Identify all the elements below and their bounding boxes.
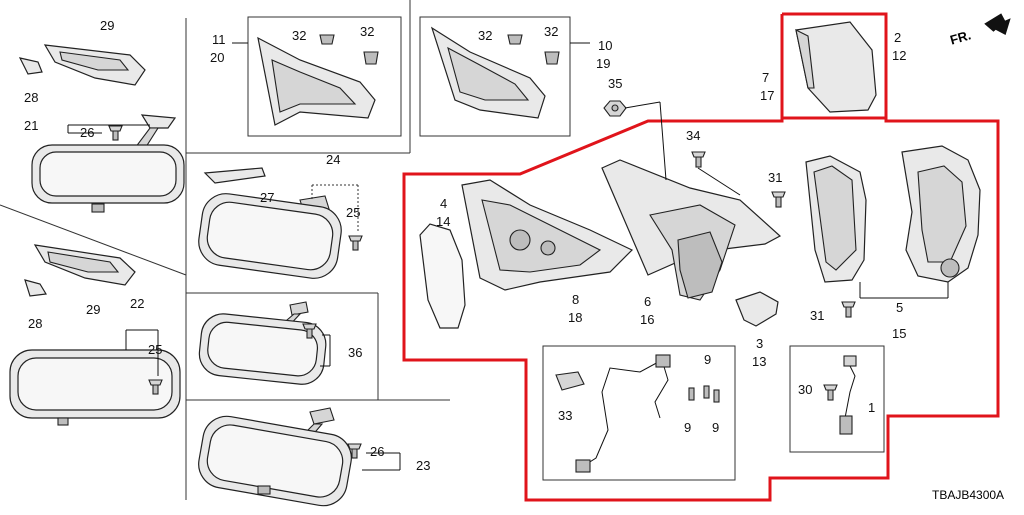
- callout-p32a: 32: [292, 28, 307, 43]
- screw-26b: [347, 443, 362, 459]
- box-11-20: [247, 16, 402, 137]
- housing-cover-5-15: [805, 155, 867, 283]
- rearview-mirror-22: [9, 349, 181, 426]
- clip-32a: [319, 34, 335, 45]
- rearview-mirror-36: [198, 301, 327, 385]
- front-direction-arrow-icon: [984, 13, 1011, 35]
- garnish-11-20: [257, 36, 376, 126]
- clip-32c: [507, 34, 523, 45]
- callout-p2: 2: [894, 30, 902, 45]
- callout-p19: 19: [596, 56, 611, 71]
- callout-p27: 27: [260, 190, 275, 205]
- callout-p36: 36: [348, 345, 363, 360]
- callout-p12: 12: [892, 48, 907, 63]
- diagram-code: TBAJB4300A: [932, 488, 1005, 502]
- screw-31b: [841, 301, 856, 318]
- callout-p20: 20: [210, 50, 225, 65]
- screw-36: [302, 323, 317, 339]
- callout-p29a: 29: [100, 18, 115, 33]
- callout-p14: 14: [436, 214, 451, 229]
- mirror-actuator-7-17: [601, 159, 782, 301]
- diagonal-divider: [0, 204, 187, 276]
- callout-p33: 33: [558, 408, 573, 423]
- callout-p11: 11: [212, 32, 226, 47]
- sensor-cover-lower: [24, 244, 136, 297]
- highlight-main-assembly: [402, 116, 1000, 502]
- callout-p3: 3: [756, 336, 764, 351]
- highlight-top-cap: [782, 12, 888, 118]
- nut-35: [603, 100, 627, 117]
- screw-30: [823, 384, 838, 401]
- rearview-mirror-21: [31, 114, 185, 213]
- callout-p9b: 9: [684, 420, 692, 435]
- box-1-30: [789, 345, 885, 453]
- callout-p16: 16: [640, 312, 655, 327]
- callout-p34: 34: [686, 128, 701, 143]
- callout-p26a: 26: [80, 125, 95, 140]
- callout-p24: 24: [326, 152, 341, 167]
- box-harness-6-16: [542, 345, 736, 481]
- callout-p32c: 32: [478, 28, 493, 43]
- callout-p26b: 26: [370, 444, 385, 459]
- callout-p5: 5: [896, 300, 904, 315]
- callout-p18: 18: [568, 310, 583, 325]
- callout-p32d: 32: [544, 24, 559, 39]
- screw-25b: [148, 379, 163, 395]
- callout-p9c: 9: [712, 420, 720, 435]
- callout-p7: 7: [762, 70, 770, 85]
- callout-p1: 1: [868, 400, 876, 415]
- callout-p10: 10: [598, 38, 613, 53]
- garnish-10-19: [430, 26, 546, 119]
- housing-inner-5-15: [901, 145, 981, 283]
- screw-26a: [108, 125, 123, 141]
- callout-p22: 22: [130, 296, 145, 311]
- screws-9: [688, 385, 720, 403]
- skull-cap-2-12: [795, 21, 877, 113]
- callout-p31a: 31: [768, 170, 783, 185]
- callout-p28a: 28: [24, 90, 39, 105]
- clip-32b: [363, 51, 379, 65]
- cover-3-13: [735, 291, 779, 327]
- callout-p8: 8: [572, 292, 580, 307]
- clip-33: [555, 371, 585, 391]
- screw-34: [691, 151, 706, 168]
- callout-p35: 35: [608, 76, 623, 91]
- callout-p32b: 32: [360, 24, 375, 39]
- callout-p13: 13: [752, 354, 767, 369]
- sensor-cover-upper: [18, 44, 146, 86]
- callout-p30: 30: [798, 382, 813, 397]
- clip-32d: [544, 51, 560, 65]
- mirror-glass-4-14: [419, 223, 466, 329]
- screw-25a: [348, 235, 363, 251]
- callout-p28b: 28: [28, 316, 43, 331]
- callout-p4: 4: [440, 196, 448, 211]
- turn-signal-harness-1: [839, 355, 857, 435]
- callout-p9a: 9: [704, 352, 712, 367]
- callout-p29b: 29: [86, 302, 101, 317]
- callout-p23: 23: [416, 458, 431, 473]
- wire-harness: [575, 354, 671, 473]
- mirror-housing-8-18: [461, 179, 634, 291]
- rearview-mirror-23: [198, 407, 352, 507]
- screw-31a: [771, 191, 786, 208]
- callout-p25a: 25: [346, 205, 361, 220]
- box-10-19: [419, 16, 571, 137]
- rearview-mirror-24: [198, 167, 342, 279]
- callout-p17: 17: [760, 88, 775, 103]
- callout-p31b: 31: [810, 308, 825, 323]
- callout-p6: 6: [644, 294, 652, 309]
- callout-p15: 15: [892, 326, 907, 341]
- callout-p25b: 25: [148, 342, 163, 357]
- callout-p21: 21: [24, 118, 39, 133]
